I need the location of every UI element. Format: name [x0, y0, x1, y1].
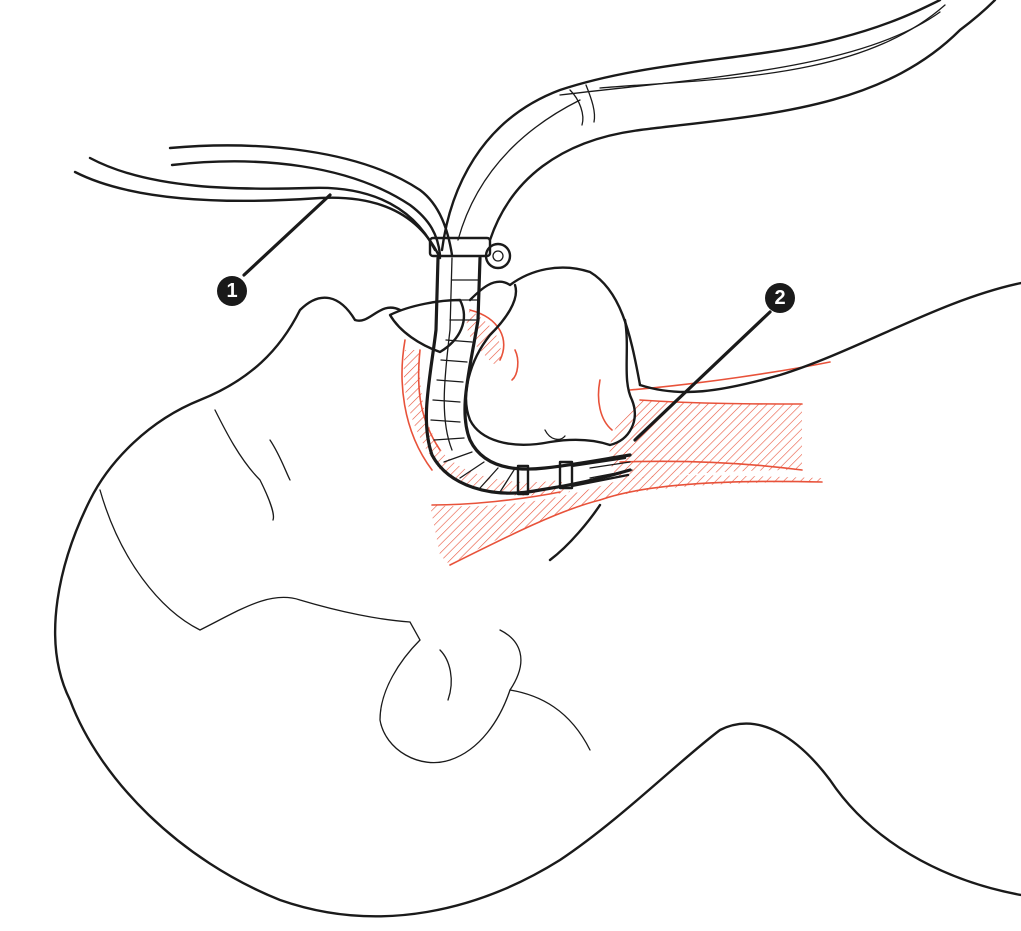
tube-ribbing: [430, 279, 515, 493]
callout-1-badge: 1: [217, 276, 247, 306]
endotracheal-tube: [424, 256, 633, 496]
callout-leaders: [242, 193, 772, 442]
tubing: [73, 0, 997, 260]
airway-anatomy: [401, 309, 831, 566]
callout-2-badge: 2: [765, 283, 795, 313]
tube-connector: [428, 236, 512, 270]
mouth-guard: [388, 298, 466, 354]
tongue: [464, 283, 636, 447]
head-outline: [53, 266, 1021, 918]
